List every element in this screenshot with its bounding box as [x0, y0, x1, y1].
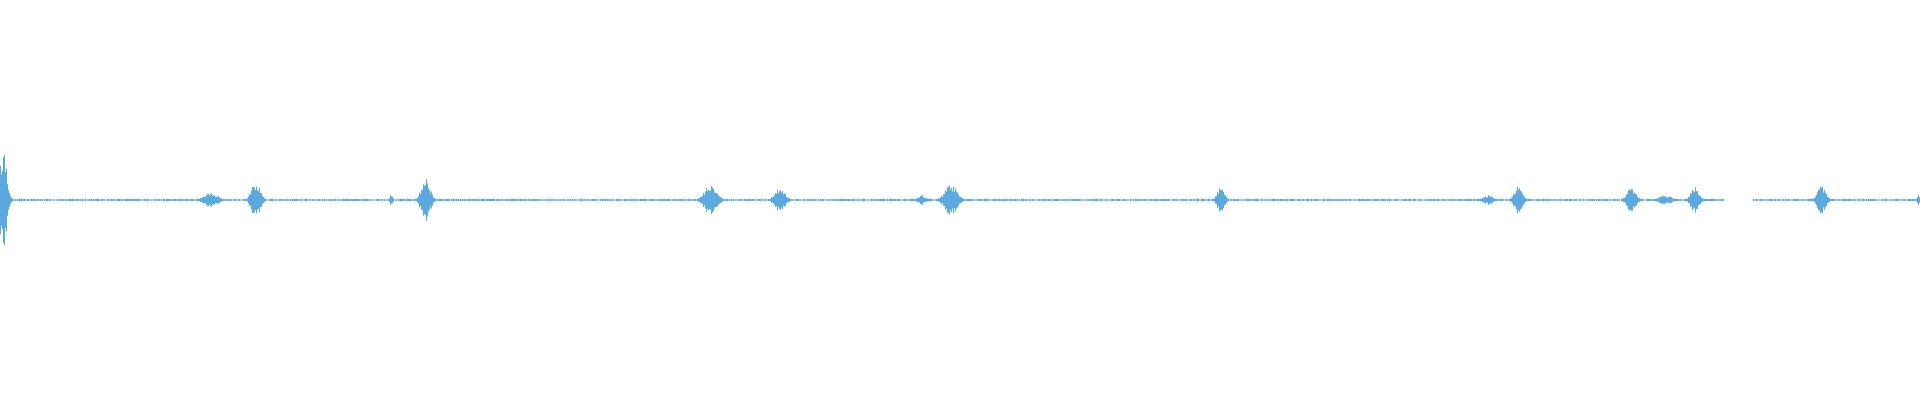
- silent-gap: [1724, 197, 1753, 203]
- waveform-amplitude-bars: [0, 154, 1920, 246]
- waveform-samples: [0, 154, 1920, 246]
